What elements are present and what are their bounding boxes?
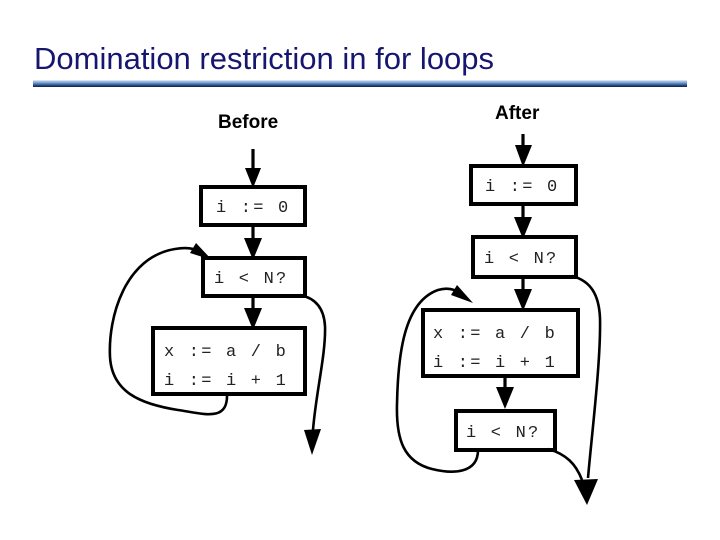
edge-body-back-to-test-before — [108, 243, 229, 416]
node-after-test: i < N? — [454, 409, 557, 452]
edge-init-to-test-before — [244, 225, 262, 260]
edge-test-back-to-body-after — [395, 285, 480, 473]
node-before-init-line-0: i := 0 — [216, 199, 290, 218]
exit-arrowhead-after — [574, 479, 598, 505]
node-after-guard: i < N? — [471, 235, 578, 279]
node-after-body-line-1: i := i + 1 — [433, 354, 557, 373]
node-after-body-line-0: x := a / b — [433, 325, 557, 344]
node-before-test-line-0: i < N? — [214, 270, 288, 289]
node-after-guard-line-0: i < N? — [484, 250, 558, 269]
edge-guard-to-body-after — [514, 277, 532, 311]
node-after-init-line-0: i := 0 — [485, 178, 559, 197]
title-divider — [33, 80, 687, 87]
flowchart-svg: Before i := 0 — [108, 103, 602, 505]
edge-test-to-exit-after — [547, 447, 584, 481]
edge-init-to-guard-after — [514, 204, 532, 239]
panel-label-after: After — [495, 103, 540, 124]
panel-label-before: Before — [218, 112, 278, 133]
edge-guard-to-exit-after — [571, 274, 602, 479]
panel-after: After i := 0 — [395, 103, 602, 505]
panel-before: Before i := 0 — [108, 112, 327, 455]
node-before-body: x := a / b i := i + 1 — [151, 326, 307, 396]
node-before-body-line-0: x := a / b — [164, 343, 288, 362]
edge-test-to-exit-before — [299, 293, 327, 455]
edge-body-to-test-after — [496, 376, 514, 409]
node-before-test: i < N? — [201, 256, 307, 298]
edge-entry-to-init-after — [515, 134, 532, 167]
node-after-body: x := a / b i := i + 1 — [421, 308, 580, 378]
node-before-body-line-1: i := i + 1 — [164, 372, 288, 391]
node-after-init: i := 0 — [469, 164, 578, 206]
page-title: Domination restriction in for loops — [34, 41, 495, 76]
edge-entry-to-init-before — [245, 149, 261, 188]
edge-test-to-body-before — [244, 296, 262, 330]
node-before-init: i := 0 — [199, 185, 307, 227]
node-after-test-line-0: i < N? — [466, 424, 540, 443]
flowchart-figure: Before i := 0 — [0, 92, 720, 540]
